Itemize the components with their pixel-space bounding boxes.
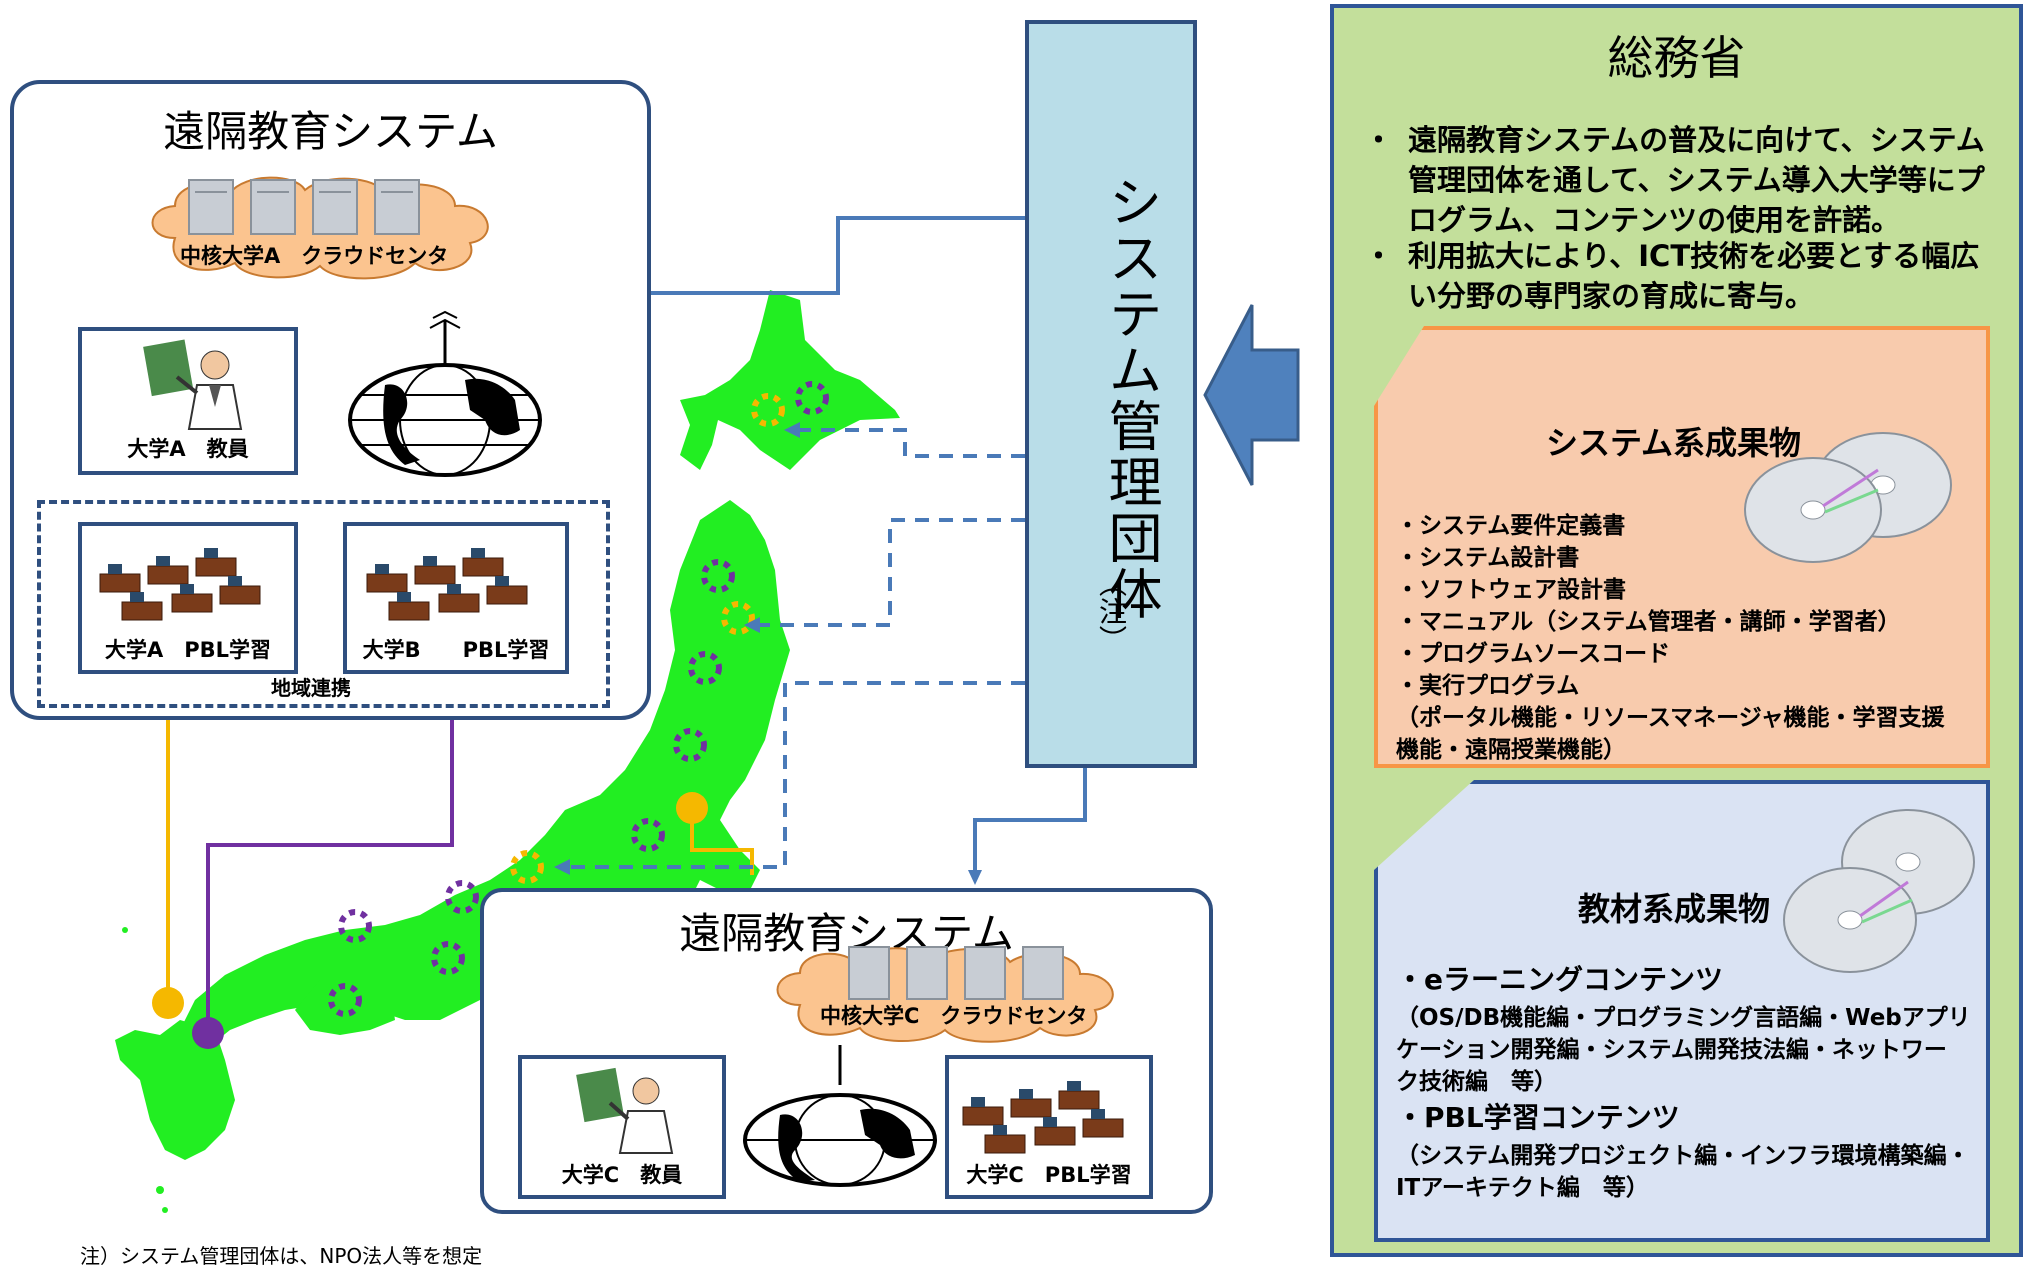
dashed-arrow-head-3 [554, 859, 570, 875]
server-icon [964, 946, 1006, 1000]
pbl-box-c: 大学C PBL学習 [945, 1055, 1153, 1199]
teacher-box-a: 大学A 教員 [78, 327, 298, 475]
classroom-icon [99, 548, 261, 621]
server-icon [1022, 946, 1064, 1000]
server-icon [374, 179, 420, 235]
top-servers [185, 178, 425, 238]
ministry-bullet-2: ・ 利用拡大により、ICT技術を必要とする幅広い分野の専門家の育成に寄与。 [1364, 236, 2004, 316]
system-result-item: ・マニュアル（システム管理者・講師・学習者） [1396, 609, 1901, 635]
globe-icon [348, 310, 542, 477]
material-result-item: （システム開発プロジェクト編・インフラ環境構築編・ [1396, 1143, 1970, 1169]
region-label: 地域連携 [271, 676, 351, 700]
management-dashed-arrows [570, 428, 1025, 869]
pbl-a-label: 大学A PBL学習 [104, 638, 272, 662]
teacher-box-c: 大学C 教員 [518, 1055, 726, 1199]
top-cloud-label: 中核大学A クラウドセンタ [180, 244, 449, 268]
ministry-panel: 総務省 ・ 遠隔教育システムの普及に向けて、システム管理団体を通して、システム導… [1330, 4, 2023, 1257]
system-result-item: （ポータル機能・リソースマネージャ機能・学習支援 [1396, 705, 1945, 731]
system-result-item: ・実行プログラム [1396, 673, 1580, 699]
teacher-icon [143, 339, 243, 430]
material-result-item: ・PBL学習コンテンツ [1396, 1101, 1680, 1134]
cd-icon [1744, 432, 1952, 563]
hokkaido-shape [680, 290, 900, 470]
teacher-a-label: 大学A 教員 [127, 437, 249, 461]
material-results-title: 教材系成果物 [1578, 890, 1771, 928]
ministry-title: 総務省 [1607, 31, 1746, 85]
management-title: システム管理団体 [1099, 174, 1162, 622]
teacher-c-label: 大学C 教員 [561, 1163, 683, 1187]
material-result-item: ・eラーニングコンテンツ [1396, 963, 1723, 996]
shikoku-shape [295, 970, 395, 1035]
university-markers [328, 381, 829, 1017]
material-result-item: ITアーキテクト編 等） [1396, 1175, 1649, 1201]
purple-link-line [206, 700, 454, 1030]
server-icon [312, 179, 358, 235]
material-result-item: ク技術編 等） [1396, 1069, 1557, 1095]
ministry-bullet-1: ・ 遠隔教育システムの普及に向けて、システム管理団体を通して、システム導入大学等… [1364, 120, 2004, 240]
pbl-box-a: 大学A PBL学習 [78, 522, 298, 674]
yellow-link-line-2 [690, 810, 754, 875]
material-result-item: ケーション開発編・システム開発技法編・ネットワー [1396, 1037, 1947, 1063]
classroom-icon [366, 548, 528, 621]
bullet-text: 利用拡大により、ICT技術を必要とする幅広い分野の専門家の育成に寄与。 [1408, 239, 1980, 313]
server-icon [250, 179, 296, 235]
system-results-title: システム系成果物 [1546, 424, 1802, 462]
bullet-text: 遠隔教育システムの普及に向けて、システム管理団体を通して、システム導入大学等にプ… [1408, 123, 1985, 237]
server-icon [906, 946, 948, 1000]
bullet-dot: ・ [1364, 123, 1394, 157]
regional-collaboration-area: 地域連携 [37, 500, 610, 708]
footnote: 注）システム管理団体は、NPO法人等を想定 [80, 1244, 483, 1268]
system-result-item: ・システム要件定義書 [1396, 513, 1626, 539]
pbl-c-label: 大学C PBL学習 [966, 1163, 1132, 1187]
kyushu-shape [115, 1020, 235, 1160]
yellow-marker-honshu [676, 792, 708, 824]
server-icon [848, 946, 890, 1000]
yellow-marker [152, 987, 184, 1019]
management-note: （注） [1095, 569, 1128, 653]
purple-marker [192, 1017, 224, 1049]
system-result-item: ・システム設計書 [1396, 545, 1580, 571]
server-icon [188, 179, 234, 235]
pbl-b-label: 大学B PBL学習 [362, 638, 550, 662]
system-result-item: ・ソフトウェア設計書 [1396, 577, 1626, 603]
dashed-arrow-head-1 [784, 422, 800, 438]
system-result-item: 機能・遠隔授業機能） [1396, 737, 1626, 763]
system-results-box: システム系成果物 ・システム要件定義書 ・システム設計書 ・ソフトウェア設計書 … [1374, 326, 1990, 768]
bullet-dot: ・ [1364, 239, 1394, 273]
material-results-box: 教材系成果物 ・eラーニングコンテンツ （OS/DB機能編・プログラミング言語編… [1374, 780, 1990, 1242]
classroom-icon [962, 1081, 1124, 1154]
arrow-head-bottom-system [968, 870, 982, 885]
bottom-servers [845, 945, 1085, 1005]
pbl-box-b: 大学B PBL学習 [343, 522, 569, 674]
material-result-item: （OS/DB機能編・プログラミング言語編・Webアプリ [1396, 1005, 1971, 1031]
globe-icon [743, 1045, 937, 1187]
dashed-arrow-head-2 [744, 617, 760, 633]
bottom-cloud-label: 中核大学C クラウドセンタ [820, 1004, 1088, 1028]
management-solid-arrows [650, 216, 1087, 870]
ministry-to-management-arrow [1203, 304, 1300, 486]
system-management-organization: システム管理団体 （注） [1025, 20, 1197, 768]
system-result-item: ・プログラムソースコード [1396, 641, 1671, 667]
teacher-icon [576, 1067, 674, 1154]
cd-icon [1783, 809, 1975, 973]
top-system-title: 遠隔教育システム [163, 107, 498, 156]
